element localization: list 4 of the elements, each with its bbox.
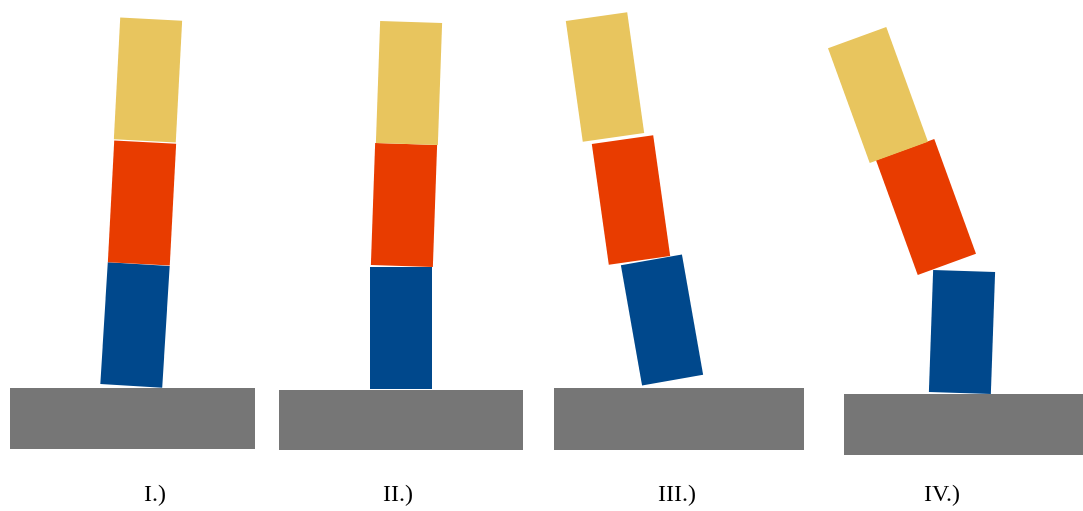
panel-label: II.) <box>383 480 413 507</box>
panel-label: III.) <box>658 480 696 507</box>
panel-label: IV.) <box>923 480 961 507</box>
panel-label: I.) <box>144 480 166 507</box>
